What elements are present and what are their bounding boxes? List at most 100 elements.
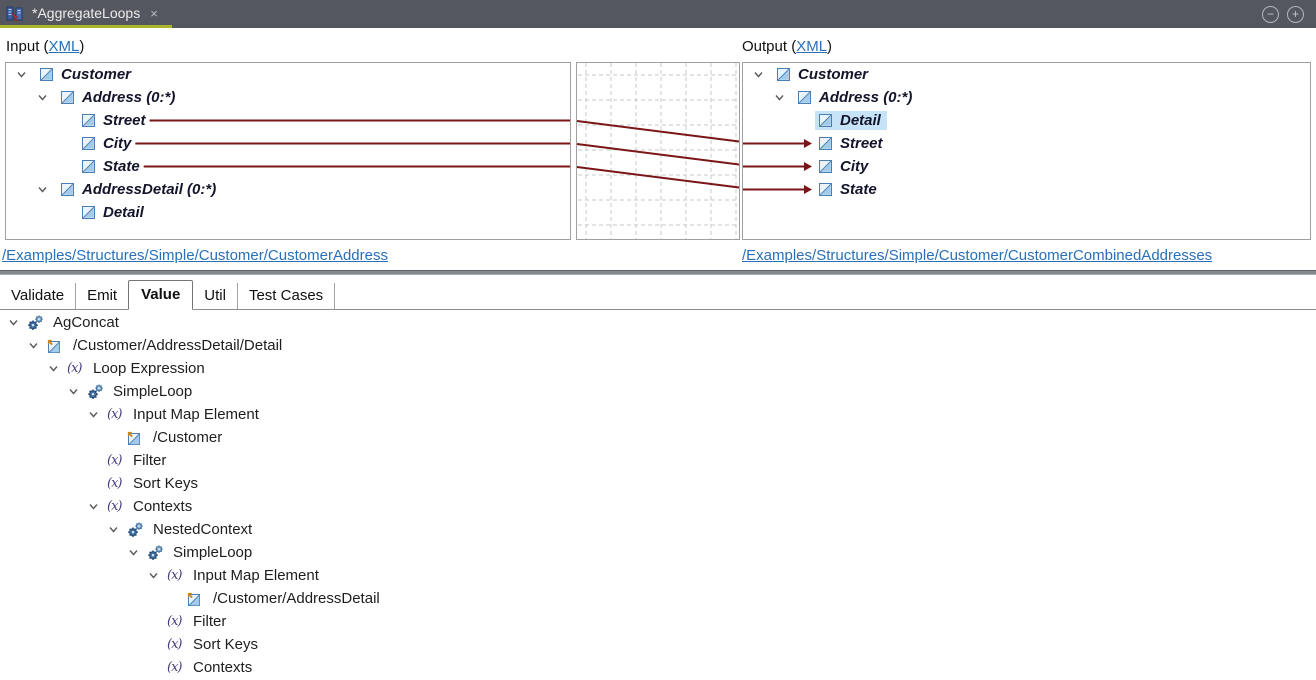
zoom-in-button[interactable]: + <box>1287 5 1304 23</box>
chevron-down-icon[interactable] <box>16 69 27 80</box>
output-schema-panel: Customer Address (0:*) Detail Street Cit… <box>742 62 1311 240</box>
tab-validate[interactable]: Validate <box>0 283 77 309</box>
function-icon: (x) <box>107 499 123 514</box>
tree-item-input-map-element[interactable]: (x) Input Map Element <box>0 564 1316 587</box>
tree-item-agconcat[interactable]: AgConcat <box>0 311 1316 334</box>
tree-item-label: /Customer/AddressDetail <box>213 590 380 607</box>
chevron-down-icon[interactable] <box>128 547 139 558</box>
gears-icon <box>88 384 103 399</box>
tree-item-simpleloop[interactable]: SimpleLoop <box>0 380 1316 403</box>
map-document-icon <box>6 6 23 22</box>
element-icon <box>82 137 95 150</box>
tree-item-label: Address (0:*) <box>82 89 176 106</box>
tree-item-customer-addressdetail-detail[interactable]: /Customer/AddressDetail/Detail <box>0 334 1316 357</box>
chevron-down-icon[interactable] <box>28 340 39 351</box>
tree-item-sort-keys[interactable]: (x) Sort Keys <box>0 633 1316 656</box>
tree-item-label: Input Map Element <box>193 567 319 584</box>
tree-item-customer[interactable]: Customer <box>6 63 570 86</box>
element-icon <box>819 114 832 127</box>
tree-item-label: NestedContext <box>153 521 253 538</box>
tree-item-filter[interactable]: (x)Filter <box>0 449 1316 472</box>
tree-item-sort-keys[interactable]: (x)Sort Keys <box>0 472 1316 495</box>
input-structure-path-link[interactable]: /Examples/Structures/Simple/Customer/Cus… <box>2 247 388 264</box>
tree-item-contexts[interactable]: (x)Contexts <box>0 656 1316 679</box>
function-icon: (x) <box>167 568 183 583</box>
tree-item-input-map-element[interactable]: (x) Input Map Element <box>0 403 1316 426</box>
tab-value[interactable]: Value <box>128 280 194 310</box>
function-icon: (x) <box>107 407 123 422</box>
tree-item-customer-addressdetail[interactable]: /Customer/AddressDetail <box>0 587 1316 610</box>
tree-item-label: SimpleLoop <box>113 383 193 400</box>
chevron-down-icon[interactable] <box>37 92 48 103</box>
tree-item-loop-expression[interactable]: (x)Loop Expression <box>0 357 1316 380</box>
output-pane-header: Output (XML) <box>742 38 833 55</box>
mapped-element-icon <box>47 339 60 353</box>
tree-item-state[interactable]: State <box>6 155 570 178</box>
mapping-grid-panel <box>576 62 740 240</box>
tree-item-contexts[interactable]: (x) Contexts <box>0 495 1316 518</box>
tree-item-label: /Customer <box>153 429 223 446</box>
output-header-label: Output <box>742 38 788 55</box>
tree-item-label: City <box>840 158 869 175</box>
tree-item-label: Customer <box>61 66 132 83</box>
horizontal-splitter[interactable] <box>0 270 1316 275</box>
chevron-down-icon[interactable] <box>88 409 99 420</box>
function-icon: (x) <box>107 453 123 468</box>
tree-item-label: AddressDetail (0:*) <box>82 181 217 198</box>
chevron-down-icon[interactable] <box>148 570 159 581</box>
output-xml-link[interactable]: XML <box>796 38 828 55</box>
function-icon: (x) <box>167 637 183 652</box>
tree-item-label: SimpleLoop <box>173 544 253 561</box>
element-icon <box>82 114 95 127</box>
function-icon: (x) <box>167 614 183 629</box>
tree-item-address-0[interactable]: Address (0:*) <box>743 86 1310 109</box>
tree-item-city[interactable]: City <box>6 132 570 155</box>
chevron-down-icon[interactable] <box>753 69 764 80</box>
tree-item-customer[interactable]: Customer <box>743 63 1310 86</box>
tree-item-filter[interactable]: (x) Filter <box>0 610 1316 633</box>
tree-item-city[interactable]: City <box>743 155 1310 178</box>
tree-item-label: State <box>103 158 140 175</box>
tree-item-simpleloop[interactable]: SimpleLoop <box>0 541 1316 564</box>
element-icon <box>798 91 811 104</box>
document-tab-title: *AggregateLoops <box>32 5 141 21</box>
tree-item-addressdetail-0[interactable]: AddressDetail (0:*) <box>6 178 570 201</box>
tab-test-cases[interactable]: Test Cases <box>238 283 336 309</box>
element-icon <box>819 183 832 196</box>
tree-item-detail[interactable]: Detail <box>6 201 570 224</box>
chevron-down-icon[interactable] <box>68 386 79 397</box>
input-schema-panel: Customer Address (0:*) Street City State… <box>5 62 571 240</box>
function-icon: (x) <box>107 476 123 491</box>
chevron-down-icon[interactable] <box>88 501 99 512</box>
element-icon <box>61 183 74 196</box>
titlebar: *AggregateLoops × − + <box>0 0 1316 28</box>
element-icon <box>82 160 95 173</box>
tree-item-street[interactable]: Street <box>6 109 570 132</box>
function-icon: (x) <box>67 361 83 376</box>
chevron-down-icon[interactable] <box>48 363 59 374</box>
tree-item-address-0[interactable]: Address (0:*) <box>6 86 570 109</box>
zoom-out-button[interactable]: − <box>1262 5 1279 23</box>
tree-item-street[interactable]: Street <box>743 132 1310 155</box>
function-icon: (x) <box>167 660 183 675</box>
document-tab[interactable]: *AggregateLoops × <box>0 0 172 28</box>
tree-item-label: Sort Keys <box>193 636 259 653</box>
tree-item-label: Input Map Element <box>133 406 259 423</box>
chevron-down-icon[interactable] <box>108 524 119 535</box>
close-tab-icon[interactable]: × <box>150 5 158 21</box>
tab-util[interactable]: Util <box>193 283 238 309</box>
tree-item-label: Contexts <box>133 498 193 515</box>
input-xml-link[interactable]: XML <box>48 38 80 55</box>
chevron-down-icon[interactable] <box>8 317 19 328</box>
tree-item-label: Address (0:*) <box>819 89 913 106</box>
chevron-down-icon[interactable] <box>37 184 48 195</box>
tree-item-state[interactable]: State <box>743 178 1310 201</box>
tree-item-nestedcontext[interactable]: NestedContext <box>0 518 1316 541</box>
input-pane-header: Input (XML) <box>6 38 85 55</box>
tree-item-detail[interactable]: Detail <box>743 109 1310 132</box>
output-structure-path-link[interactable]: /Examples/Structures/Simple/Customer/Cus… <box>742 247 1213 264</box>
tree-item-label: Filter <box>193 613 227 630</box>
chevron-down-icon[interactable] <box>774 92 785 103</box>
tree-item-customer[interactable]: /Customer <box>0 426 1316 449</box>
tab-emit[interactable]: Emit <box>87 287 118 304</box>
